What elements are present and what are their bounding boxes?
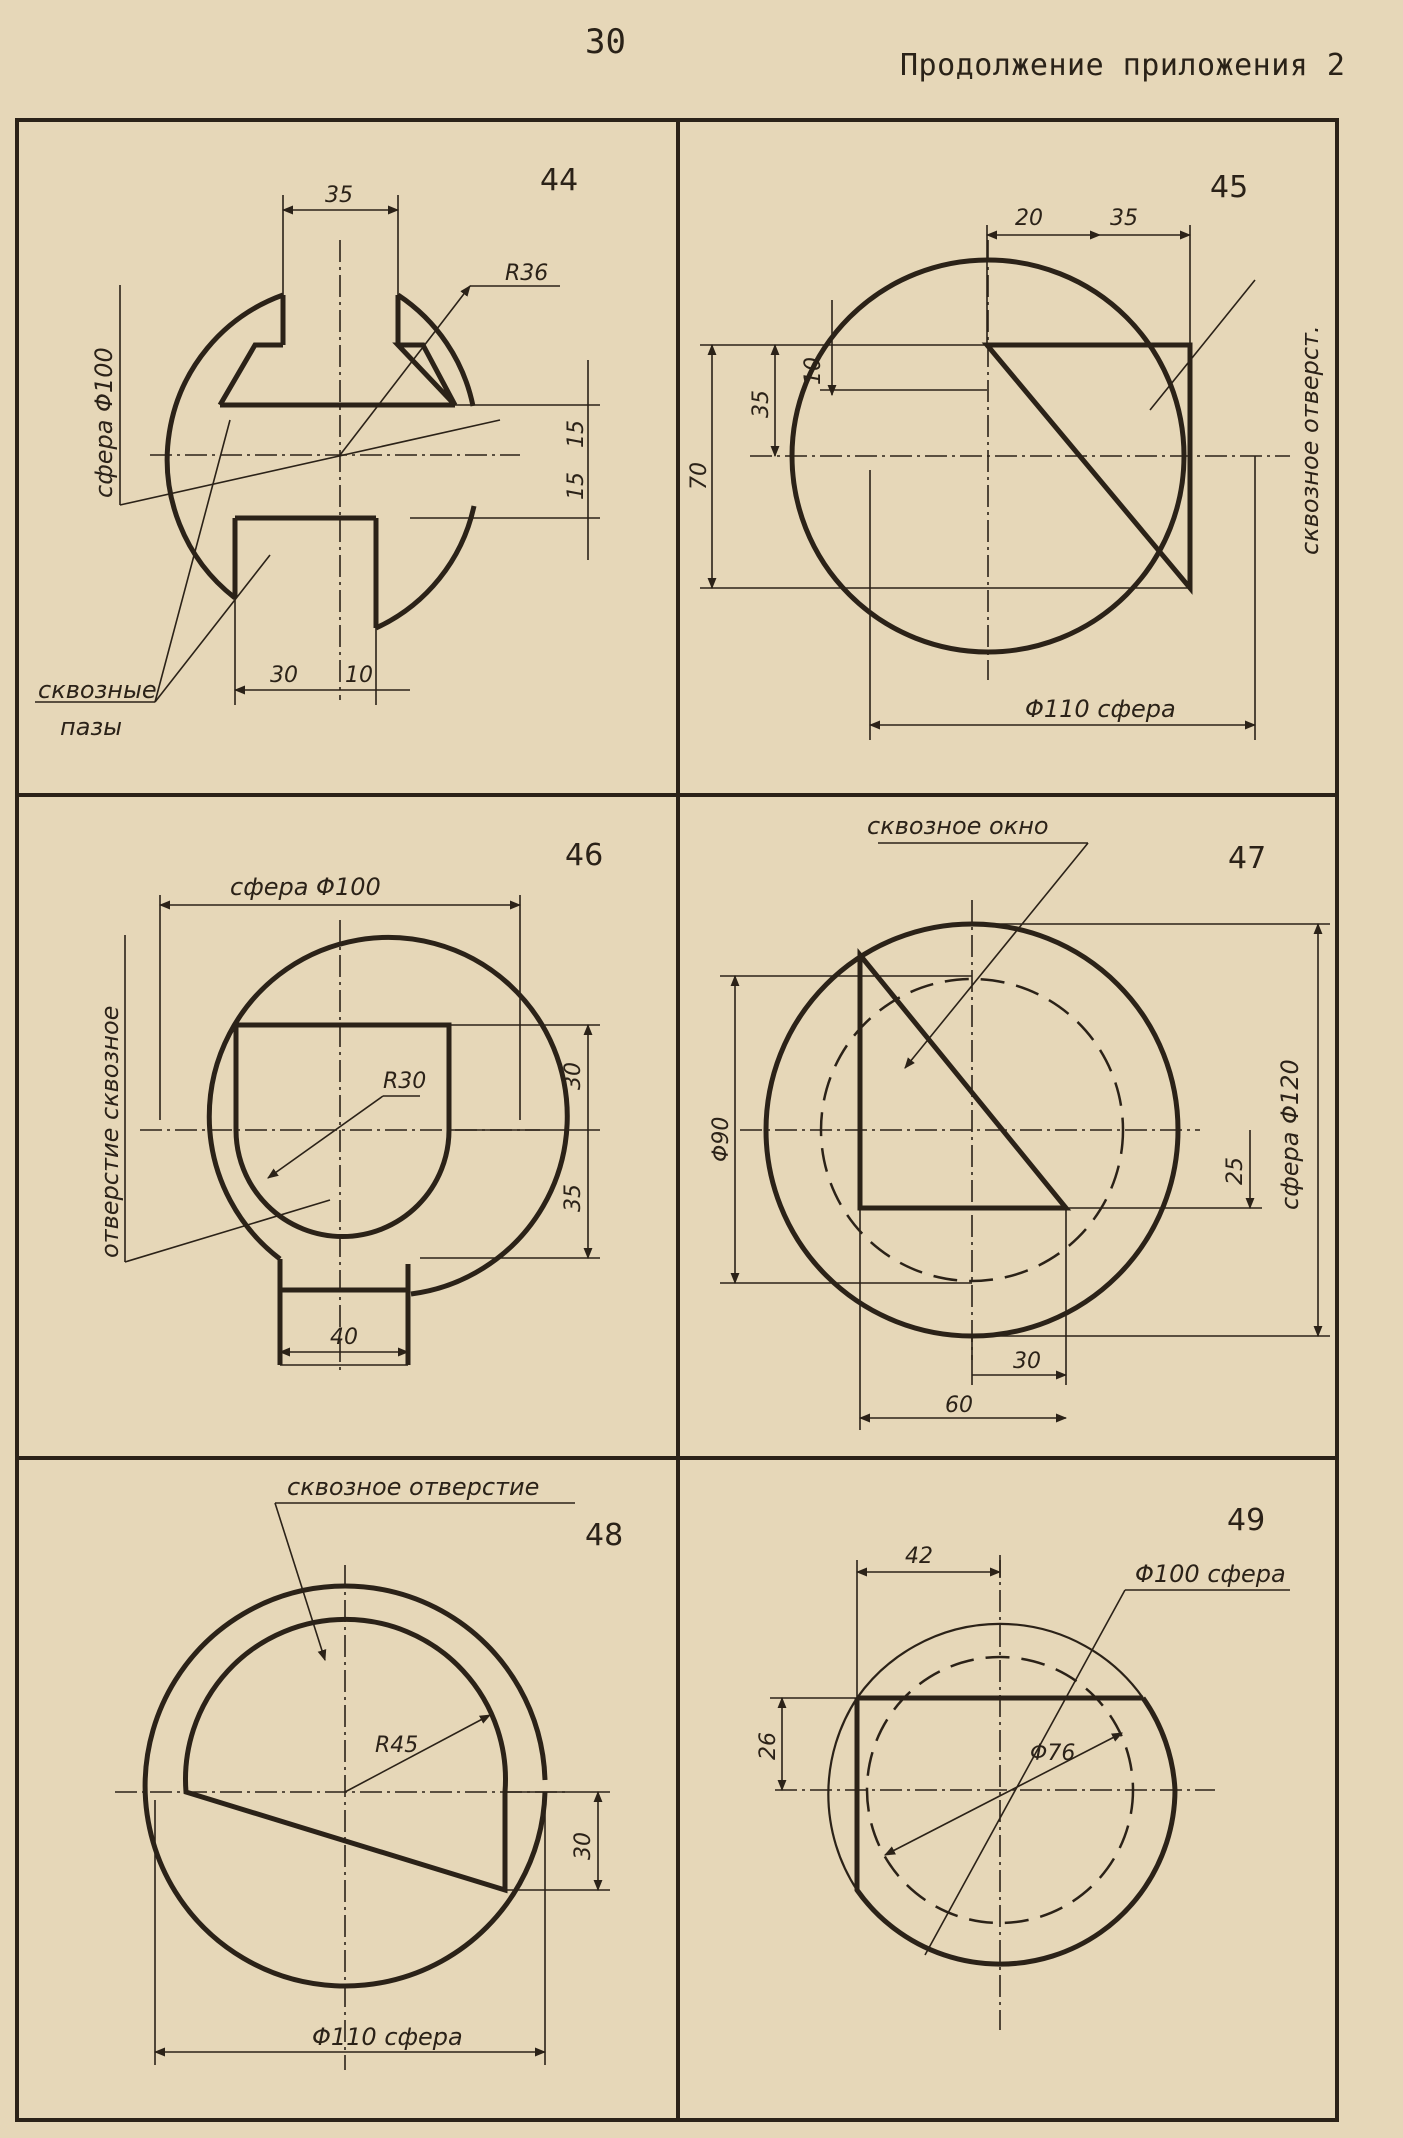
dimension-text: 25 — [1223, 1157, 1248, 1185]
sphere-label: Φ110 сфера — [312, 2023, 463, 2051]
center-lines — [150, 240, 520, 700]
drawing-number: 45 — [1210, 170, 1248, 205]
dimension-text: 60 — [945, 1393, 973, 1418]
sphere-label: Φ110 сфера — [1025, 695, 1176, 723]
drawing-44: 44 — [35, 163, 600, 741]
dimension-text: Φ76 — [1030, 1741, 1075, 1766]
dimension-text: 10 — [801, 357, 826, 385]
dimension-text: 20 — [1015, 206, 1043, 231]
window-label: сквозное окно — [867, 812, 1049, 840]
dimension-text: 10 — [345, 663, 373, 688]
center-lines — [750, 240, 1290, 680]
dimension-lines — [153, 1502, 610, 2065]
hole-label: отверстие сквозное — [96, 1006, 124, 1258]
sphere-label: Φ100 сфера — [1135, 1560, 1286, 1588]
part-outline — [142, 1583, 548, 1989]
dimension-lines — [720, 842, 1330, 1430]
center-lines — [115, 1565, 565, 2070]
dimension-text: R36 — [505, 261, 548, 286]
drawing-49: 49 42 Φ100 сфера 26 Φ76 — [756, 1503, 1290, 2030]
drawing-number: 44 — [540, 163, 578, 198]
dimension-text: 35 — [561, 1184, 586, 1212]
dimension-text: 30 — [1013, 1349, 1041, 1374]
drawing-number: 46 — [565, 838, 603, 873]
part-outline — [164, 292, 477, 631]
drawing-number: 47 — [1228, 841, 1266, 876]
dimension-lines — [124, 895, 600, 1366]
dimension-text: R45 — [375, 1733, 418, 1758]
center-lines — [775, 1555, 1215, 2030]
dimension-text: 30 — [571, 1832, 596, 1860]
part-outline — [789, 257, 1193, 655]
dimension-text: 70 — [687, 462, 712, 490]
hole-label: сквозное отверст. — [1296, 325, 1324, 555]
part-outline — [827, 1622, 1178, 1967]
dimension-lines — [35, 195, 600, 705]
header-title: Продолжение приложения 2 — [900, 48, 1346, 83]
dimension-lines — [700, 225, 1257, 740]
page-number: 30 — [585, 22, 626, 62]
drawing-45: 45 20 35 10 35 70 — [687, 170, 1324, 740]
dimension-text: 30 — [270, 663, 298, 688]
part-outline — [206, 934, 570, 1365]
drawing-47: 47 сквозное окно Φ90 — [709, 812, 1330, 1430]
drawing-number: 48 — [585, 1518, 623, 1553]
dimension-text: 35 — [749, 390, 774, 418]
dimension-lines — [770, 1560, 1290, 1956]
center-lines — [140, 920, 540, 1370]
dimension-text: 30 — [561, 1062, 586, 1090]
sphere-label: сфера Φ120 — [1276, 1059, 1304, 1210]
dimension-text: 15 — [564, 472, 589, 500]
dimension-text: 15 — [564, 420, 589, 448]
dimension-text: Φ90 — [709, 1117, 734, 1162]
drawing-46: 46 сфера Φ100 R30 — [96, 838, 603, 1370]
drawing-48: 48 сквозное отверстие R45 30 Φ110 сфера — [115, 1473, 623, 2070]
dimension-text: 26 — [756, 1732, 781, 1760]
hole-label: сквозное отверстие — [287, 1473, 539, 1501]
sphere-label: сфера Φ100 — [90, 347, 118, 498]
sphere-label: сфера Φ100 — [230, 873, 381, 901]
dimension-text: 42 — [905, 1544, 933, 1569]
dimension-text: 40 — [330, 1325, 358, 1350]
slots-label: сквозные — [38, 676, 157, 704]
center-lines — [740, 900, 1200, 1360]
sheet-frame — [15, 118, 1339, 2122]
dimension-text: 35 — [1110, 206, 1138, 231]
dimension-text: R30 — [383, 1069, 426, 1094]
dimension-text: 35 — [325, 183, 353, 208]
drawing-number: 49 — [1227, 1503, 1265, 1538]
slots-label: пазы — [60, 713, 122, 741]
